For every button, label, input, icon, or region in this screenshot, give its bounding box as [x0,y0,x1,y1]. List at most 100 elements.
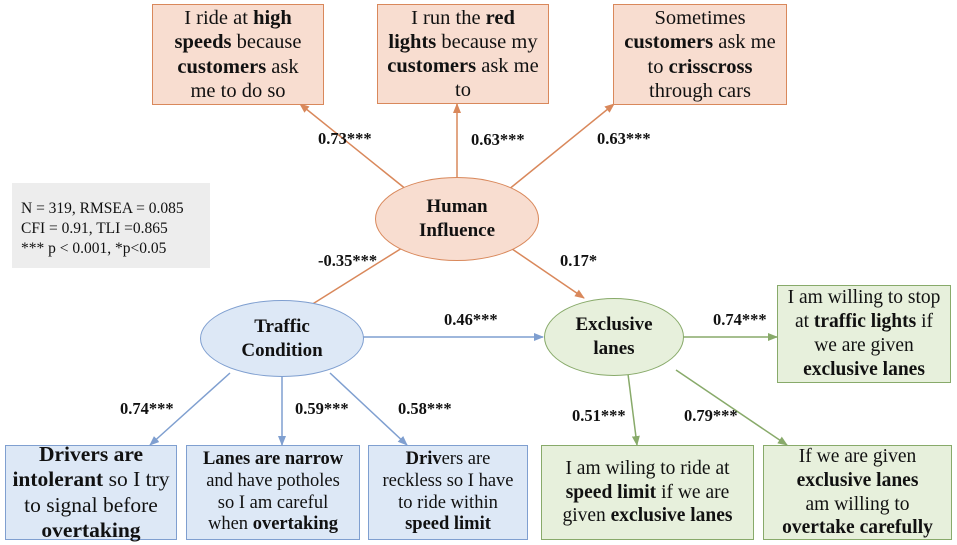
text-segment: we are given [814,335,914,356]
coef-tc-item3: 0.58*** [398,399,452,418]
text-segment: and have potholes [206,470,340,491]
text-segment: to [647,55,669,78]
text-segment: if we are [656,481,730,503]
path-hi-tc [302,237,419,311]
latent-traffic-condition: Traffic Condition [200,300,364,377]
bold-text-segment: high [253,7,292,30]
latent-human-influence: Human Influence [375,177,539,261]
text-segment: ask me [476,55,539,77]
text-segment: I run the [411,6,486,29]
text-segment: am willing to [805,493,910,515]
text-segment: because my [436,30,538,53]
stats-line-1: N = 319, RMSEA = 0.085 [21,200,184,217]
text-segment: ask me [713,31,776,54]
text-segment: Sometimes [654,7,746,30]
text-segment: I ride at [184,7,254,30]
coef-tc-item2: 0.59*** [295,399,349,418]
text-segment: to [455,79,471,102]
coef-tc-item1: 0.74*** [120,399,174,418]
bold-text-segment: customers [177,55,267,78]
coef-hi-item3: 0.63*** [597,129,651,148]
exclusive-lanes-line-2: lanes [593,338,635,359]
bold-text-segment: speed limit [405,514,491,535]
bold-text-segment: customers [387,55,477,77]
coef-el-item2: 0.51*** [572,406,626,425]
text-segment: me to do so [190,79,286,102]
text-segment: through cars [649,79,751,102]
text-segment: ask [266,55,299,78]
bold-text-segment: exclusive lanes [610,505,733,527]
path-tc-item3 [329,372,408,446]
human-influence-line-1: Human [426,196,488,218]
bold-text-segment: exclusive lanes [796,469,919,491]
latent-exclusive-lanes: Exclusive lanes [544,298,684,376]
text-segment: to signal before [24,492,158,517]
traffic-condition-line-1: Traffic [254,315,310,337]
coef-tc-el: 0.46*** [444,310,498,329]
text-segment: so I try [103,467,170,492]
text-segment: if [916,311,934,333]
path-hi-item1 [299,103,408,191]
text-segment: so I am careful [217,492,329,513]
text-segment: because [231,31,302,54]
bold-text-segment: traffic lights [813,311,917,333]
coef-hi-el: 0.17* [560,251,598,270]
exclusive-lanes-line-1: Exclusive [575,314,653,336]
bold-text-segment: customers [624,31,714,54]
stats-line-2: CFI = 0.91, TLI =0.865 [21,219,168,237]
bold-text-segment: overtaking [41,517,141,542]
path-tc-item1 [149,372,231,446]
bold-text-segment: crisscross [668,55,753,78]
bold-text-segment: Driv [405,448,442,469]
path-el-item3 [675,369,788,446]
bold-text-segment: overtaking [252,514,338,535]
model-fit-stats: N = 319, RMSEA = 0.085 CFI = 0.91, TLI =… [12,183,210,268]
human-influence-line-2: Influence [419,220,495,241]
bold-text-segment: Drivers are [38,441,144,466]
bold-text-segment: overtake carefully [782,517,933,539]
coef-hi-item1: 0.73*** [318,129,372,148]
bold-text-segment: Lanes are narrow [202,448,344,469]
bold-text-segment: red [485,6,515,29]
traffic-condition-line-2: Condition [241,339,323,361]
coef-el-item3: 0.79*** [684,406,738,425]
path-hi-item3 [507,103,615,191]
bold-text-segment: speed limit [565,481,657,503]
text-segment: If we are given [798,445,917,467]
text-segment: I am willing to stop [787,287,941,309]
text-segment: ers are [441,448,491,469]
text-segment: I am wiling to ride at [565,457,730,479]
bold-text-segment: lights [388,30,437,53]
text-segment: to ride within [398,492,498,513]
coef-hi-tc: -0.35*** [318,251,378,270]
text-segment: reckless so I have [382,470,514,491]
coef-el-item1: 0.74*** [713,310,767,329]
text-segment: when [207,514,253,535]
text-segment: at [794,311,814,333]
path-el-item2 [627,373,640,446]
bold-text-segment: intolerant [12,467,104,492]
text-segment: given [562,505,611,527]
stats-line-3: *** p < 0.001, *p<0.05 [21,239,167,257]
bold-text-segment: exclusive lanes [803,358,925,380]
coef-hi-item2: 0.63*** [471,130,525,149]
